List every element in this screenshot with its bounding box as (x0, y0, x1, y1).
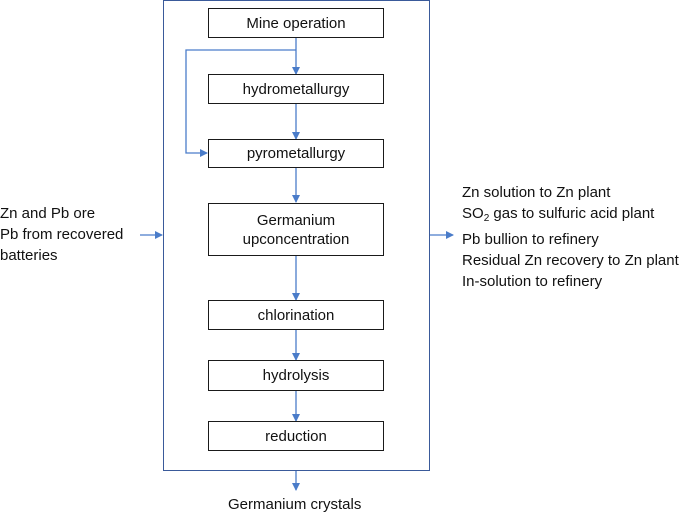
step-hydrolysis: hydrolysis (208, 360, 384, 391)
outputs-text: Zn solution to Zn plant SO2 gas to sulfu… (462, 182, 679, 292)
step-chlor-label: chlorination (257, 306, 335, 324)
output-line-4: Residual Zn recovery to Zn plant (462, 252, 679, 269)
input-line-2: Pb from recovered (0, 226, 124, 243)
output-line-5: In-solution to refinery (462, 273, 603, 290)
step-pyrometallurgy: pyrometallurgy (208, 139, 384, 168)
step-germ-label-line2: upconcentration (242, 230, 350, 248)
step-hydrometallurgy: hydrometallurgy (208, 74, 384, 104)
step-hydrolysis-label: hydrolysis (262, 367, 330, 384)
step-reduction-label: reduction (265, 427, 327, 445)
step-mine-operation: Mine operation (208, 8, 384, 38)
output-line-2-subscript: 2 (483, 213, 490, 224)
step-hydro-label: hydrometallurgy (242, 80, 350, 98)
input-line-1: Zn and Pb ore (0, 205, 96, 222)
input-line-3: batteries (0, 247, 58, 264)
step-germ-label-line1: Germanium (256, 211, 336, 229)
step-mine-label: Mine operation (246, 14, 346, 32)
final-output-label: Germanium crystals (228, 496, 362, 513)
output-line-2: SO2 gas to sulfuric acid plant (462, 203, 679, 229)
output-line-2-suffix: gas to sulfuric acid plant (489, 205, 655, 222)
step-pyro-label: pyrometallurgy (246, 145, 346, 162)
output-line-2-prefix: SO (462, 205, 484, 222)
arrow-bypass-to-pyro (185, 49, 296, 157)
step-reduction: reduction (208, 421, 384, 451)
output-line-3: Pb bullion to refinery (462, 231, 599, 248)
step-germanium-upconcentration: Germanium upconcentration (208, 203, 384, 256)
step-chlorination: chlorination (208, 300, 384, 330)
process-frame (163, 0, 430, 471)
inputs-text: Zn and Pb ore Pb from recovered batterie… (0, 203, 123, 266)
output-line-1: Zn solution to Zn plant (462, 184, 611, 201)
